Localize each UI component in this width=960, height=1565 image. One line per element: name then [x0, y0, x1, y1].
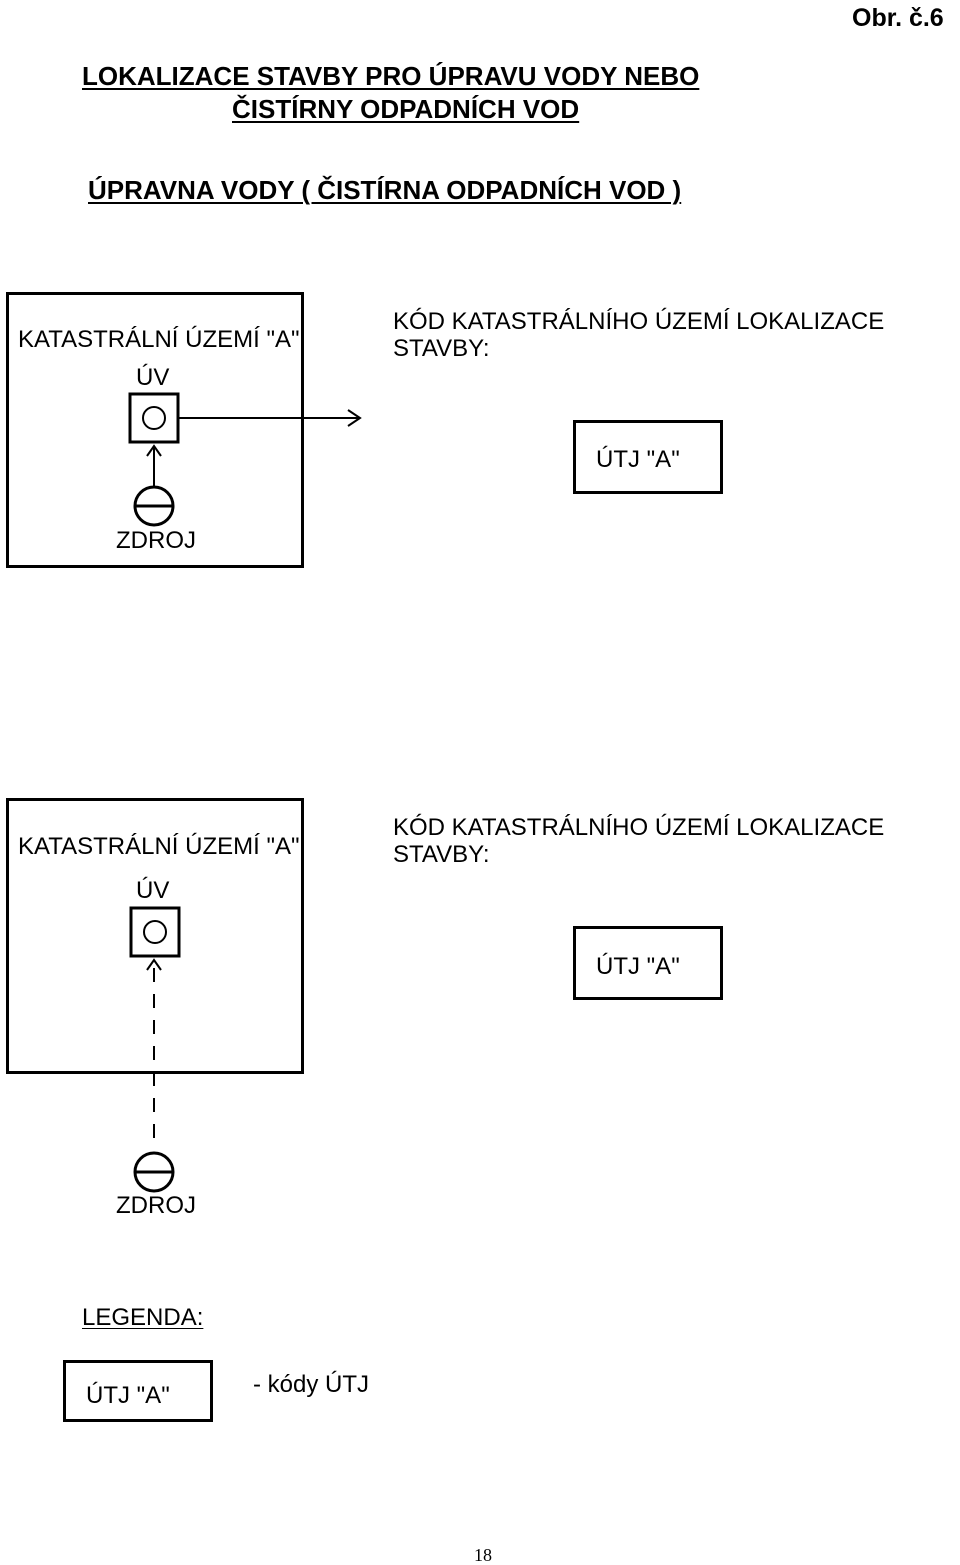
utj-code-box-2 [573, 926, 723, 1000]
water-source-symbol-2 [133, 1151, 175, 1193]
code-label-2: KÓD KATASTRÁLNÍHO ÚZEMÍ LOKALIZACE [393, 814, 885, 841]
code-label-2-line-2: STAVBY: [393, 841, 490, 868]
utj-code-box-1 [573, 420, 723, 494]
treatment-plant-symbol-2 [129, 906, 181, 958]
cadastral-area-label-2: KATASTRÁLNÍ ÚZEMÍ "A" [18, 833, 300, 860]
source-label-2: ZDROJ [116, 1192, 196, 1219]
code-label-1-line-2: STAVBY: [393, 335, 490, 362]
cadastral-area-label-1: KATASTRÁLNÍ ÚZEMÍ "A" [18, 326, 300, 353]
arrow-to-code-1 [178, 409, 362, 427]
heading-line-2: ČISTÍRNY ODPADNÍCH VOD [232, 94, 580, 124]
subheading: ÚPRAVNA VODY ( ČISTÍRNA ODPADNÍCH VOD ) [88, 175, 682, 205]
source-connection-2 [146, 958, 162, 1150]
heading-line-1: LOKALIZACE STAVBY PRO ÚPRAVU VODY NEBO [82, 61, 700, 91]
uv-label-1: ÚV [136, 364, 170, 391]
source-connection-1 [146, 444, 162, 487]
figure-label: Obr. č.6 [852, 4, 944, 32]
legend-sample-text: ÚTJ "A" [86, 1382, 170, 1409]
utj-code-2: ÚTJ "A" [596, 953, 680, 980]
legend-description: - kódy ÚTJ [253, 1371, 370, 1398]
utj-code-1: ÚTJ "A" [596, 446, 680, 473]
code-label-1: KÓD KATASTRÁLNÍHO ÚZEMÍ LOKALIZACE [393, 308, 885, 335]
water-source-symbol-1 [133, 485, 175, 527]
legend-sample-box [63, 1360, 213, 1422]
treatment-plant-symbol-1 [128, 392, 180, 444]
uv-label-2: ÚV [136, 877, 170, 904]
page-number: 18 [474, 1545, 492, 1565]
legend-title: LEGENDA: [82, 1304, 204, 1331]
source-label-1: ZDROJ [116, 527, 196, 554]
